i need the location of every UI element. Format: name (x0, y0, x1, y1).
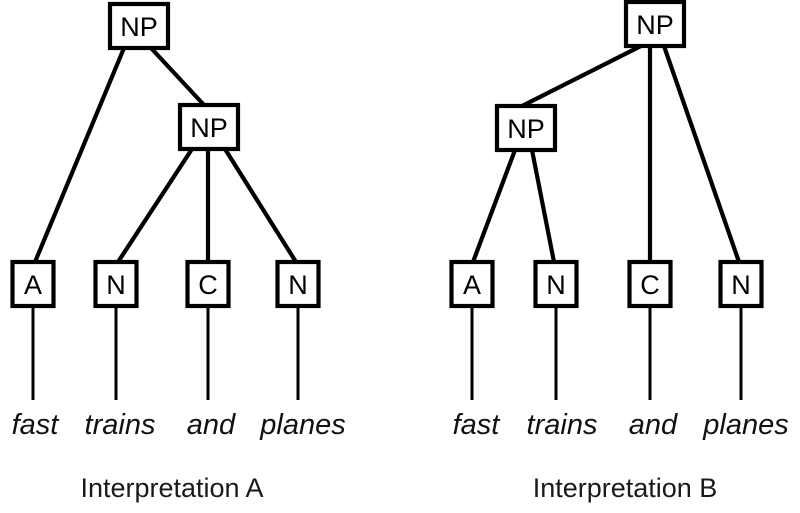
word-a-word-planes: planes (259, 409, 345, 441)
tree-edge-b-e-root-n2 (662, 45, 741, 263)
node-box-b-pos-c[interactable] (627, 259, 673, 309)
tree-edge-b-e-np-a (471, 149, 517, 263)
node-box-b-pos-a[interactable] (449, 259, 495, 309)
node-label-a-pos-c: C (198, 270, 218, 300)
tree-edge-a-e-root-np (149, 46, 206, 107)
node-label-b-np-root: NP (636, 10, 674, 40)
node-box-a-pos-a[interactable] (10, 259, 56, 309)
node-box-b-pos-n1[interactable] (533, 259, 579, 309)
word-b-word-planes: planes (702, 409, 788, 441)
node-box-b-pos-n2[interactable] (718, 259, 764, 309)
node-label-a-np-root: NP (120, 12, 158, 42)
node-label-a-np-inner: NP (190, 113, 228, 143)
word-a-word-trains: trains (85, 409, 156, 441)
node-label-b-pos-n1: N (546, 270, 566, 300)
node-box-a-pos-c[interactable] (185, 259, 231, 309)
node-box-b-np-root[interactable] (623, 0, 687, 49)
word-a-word-fast: fast (12, 409, 61, 441)
node-label-a-pos-n1: N (106, 270, 126, 300)
node-box-a-np-inner[interactable] (177, 102, 241, 152)
word-b-word-and: and (629, 409, 678, 441)
word-a-word-and: and (187, 409, 236, 441)
node-box-a-pos-n1[interactable] (93, 259, 139, 309)
caption-interpretation-b: Interpretation B (533, 473, 718, 503)
node-label-a-pos-n2: N (288, 270, 308, 300)
word-b-word-trains: trains (527, 409, 598, 441)
node-label-a-pos-a: A (24, 270, 42, 300)
node-label-b-pos-c: C (640, 270, 660, 300)
caption-interpretation-a: Interpretation A (80, 473, 263, 503)
tree-edge-a-e-np-n2 (223, 147, 298, 264)
tree-edge-a-e-root-a (33, 47, 126, 263)
tree-edge-a-e-np-n1 (116, 147, 194, 264)
node-label-b-np-inner: NP (507, 114, 545, 144)
node-box-b-np-inner[interactable] (494, 103, 558, 153)
node-box-a-pos-n2[interactable] (275, 259, 321, 309)
node-label-b-pos-n2: N (731, 270, 751, 300)
word-b-word-fast: fast (453, 409, 502, 441)
node-box-a-np-root[interactable] (107, 1, 171, 51)
tree-edge-b-e-np-n1 (529, 149, 557, 263)
tree-edge-b-e-root-np (521, 44, 642, 108)
node-label-b-pos-a: A (463, 270, 481, 300)
